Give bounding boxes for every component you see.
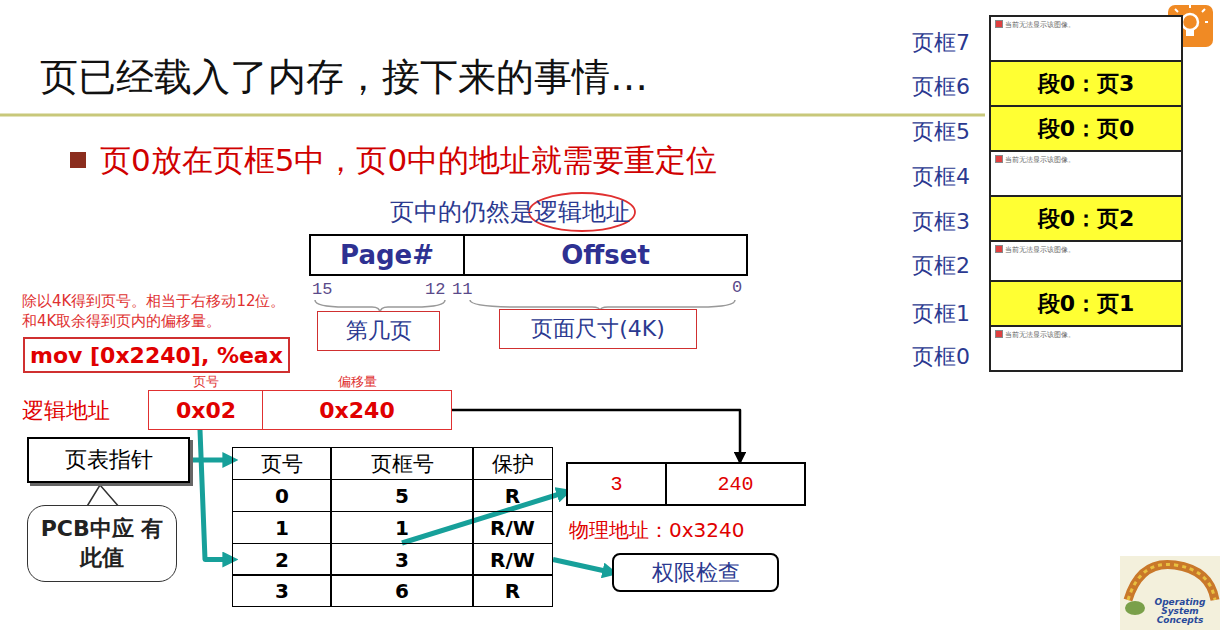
section-label: 逻辑地址	[22, 396, 110, 426]
page-frame: 段0：页2	[989, 195, 1183, 242]
address-field: 240	[665, 462, 806, 506]
frame-label: 页框1	[912, 299, 970, 329]
node-text: PCB中应 有此值	[32, 515, 172, 572]
node-text: R	[505, 484, 520, 508]
node-text: mov [0x2240], %eax	[30, 343, 283, 368]
note-box: 页面尺寸(4K)	[499, 309, 697, 349]
node-text: 当前无法显示该图像。	[1005, 20, 1075, 30]
result-label: 物理地址：0x3240	[569, 517, 744, 544]
field-box: Offset	[463, 234, 748, 276]
bullet-text: 页0放在页框5中，页0中的地址就需要重定位	[100, 140, 717, 182]
node-text: 5	[395, 484, 409, 508]
node-text: 0	[275, 484, 289, 508]
caption-text: 页中的仍然是逻辑地址	[390, 196, 630, 228]
slide-title: 页已经载入了内存，接下来的事情…	[40, 52, 648, 103]
lookup-arrow	[190, 458, 232, 463]
table-cell: 1	[232, 511, 332, 544]
frame-label: 页框3	[912, 207, 970, 237]
address-field: 页号0x02	[148, 390, 264, 430]
table-cell: R/W	[472, 543, 553, 576]
page-frame: 段0：页1	[989, 280, 1183, 327]
frame-label: 页框5	[912, 117, 970, 147]
address-field: 偏移量0x240	[262, 390, 452, 430]
lookup-arrow	[402, 492, 566, 543]
table-header-cell: 页号	[232, 447, 332, 480]
field-heading: 页号	[149, 374, 263, 389]
node-text: 权限检查	[652, 558, 740, 588]
frame-label: 页框6	[912, 72, 970, 102]
field-box: Page#	[309, 234, 465, 276]
table-cell: 6	[330, 574, 474, 607]
node-text: 240	[717, 473, 753, 496]
node-text: 页号	[261, 450, 303, 478]
node-text: 6	[395, 579, 409, 603]
page-frame: 当前无法显示该图像。	[989, 150, 1183, 197]
node-text: R/W	[490, 516, 535, 540]
node-text: 段0：页2	[1038, 204, 1135, 234]
bit-number: 0	[732, 279, 742, 296]
lookup-arrow	[200, 430, 232, 560]
page-frame: 当前无法显示该图像。	[989, 15, 1183, 62]
table-header-cell: 保护	[472, 447, 553, 480]
node-text: 3	[275, 579, 289, 603]
field-heading: 偏移量	[263, 374, 451, 389]
node-text: 保护	[492, 450, 534, 478]
frame-label: 页框2	[912, 251, 970, 281]
node-text: 当前无法显示该图像。	[1005, 245, 1075, 255]
logo-text: Operating System Concepts	[1145, 598, 1215, 625]
table-cell: 3	[232, 574, 332, 607]
node-text: 1	[275, 516, 289, 540]
page-frame: 当前无法显示该图像。	[989, 240, 1183, 282]
pointer-box: 页表指针	[27, 437, 190, 483]
node-text: 页表指针	[65, 445, 153, 475]
node-text: R/W	[490, 548, 535, 572]
table-cell: 3	[330, 543, 474, 576]
node-text: 页面尺寸(4K)	[531, 314, 665, 344]
page-frame: 段0：页3	[989, 60, 1183, 107]
node-text: 3	[610, 473, 622, 496]
callout-bubble: PCB中应 有此值	[27, 505, 177, 582]
node-text: R	[505, 579, 520, 603]
address-field: 3	[566, 462, 667, 506]
table-cell: 5	[330, 479, 474, 512]
bit-number: 12	[425, 281, 445, 298]
page-frame: 段0：页0	[989, 105, 1183, 152]
node-text: 段0：页1	[1038, 289, 1135, 319]
table-cell: 0	[232, 479, 332, 512]
node-text: 3	[395, 548, 409, 572]
title-rule	[0, 114, 985, 117]
table-cell: R	[472, 574, 553, 607]
annotation: 除以4K得到页号。相当于右移动12位。 和4K取余得到页内的偏移量。	[22, 291, 290, 332]
node-text: 当前无法显示该图像。	[1005, 330, 1075, 340]
node-text: 1	[395, 516, 409, 540]
instruction-box: mov [0x2240], %eax	[23, 337, 290, 373]
frame-label: 页框7	[912, 28, 970, 58]
node-text: 2	[275, 548, 289, 572]
check-box: 权限检查	[612, 553, 779, 592]
bit-number: 15	[312, 281, 332, 298]
bullet-square	[70, 152, 86, 168]
table-cell: 1	[330, 511, 474, 544]
node-text: 第几页	[346, 316, 412, 346]
node-text: Offset	[561, 240, 650, 270]
table-cell: R	[472, 479, 553, 512]
node-text: 页框号	[371, 450, 434, 478]
node-text: 0x02	[176, 398, 236, 423]
table-header-cell: 页框号	[330, 447, 474, 480]
table-cell: 2	[232, 543, 332, 576]
frame-label: 页框4	[912, 162, 970, 192]
node-text: 段0：页3	[1038, 69, 1135, 99]
lookup-arrow	[553, 560, 612, 573]
bit-number: 11	[452, 281, 472, 298]
node-text: 0x240	[319, 398, 394, 423]
os-logo	[1120, 556, 1220, 630]
node-text: 当前无法显示该图像。	[1005, 155, 1075, 165]
node-text: 段0：页0	[1038, 114, 1135, 144]
note-box: 第几页	[317, 311, 440, 351]
page-frame: 当前无法显示该图像。	[989, 325, 1183, 372]
frame-label: 页框0	[912, 342, 970, 372]
table-cell: R/W	[472, 511, 553, 544]
node-text: Page#	[340, 240, 434, 270]
